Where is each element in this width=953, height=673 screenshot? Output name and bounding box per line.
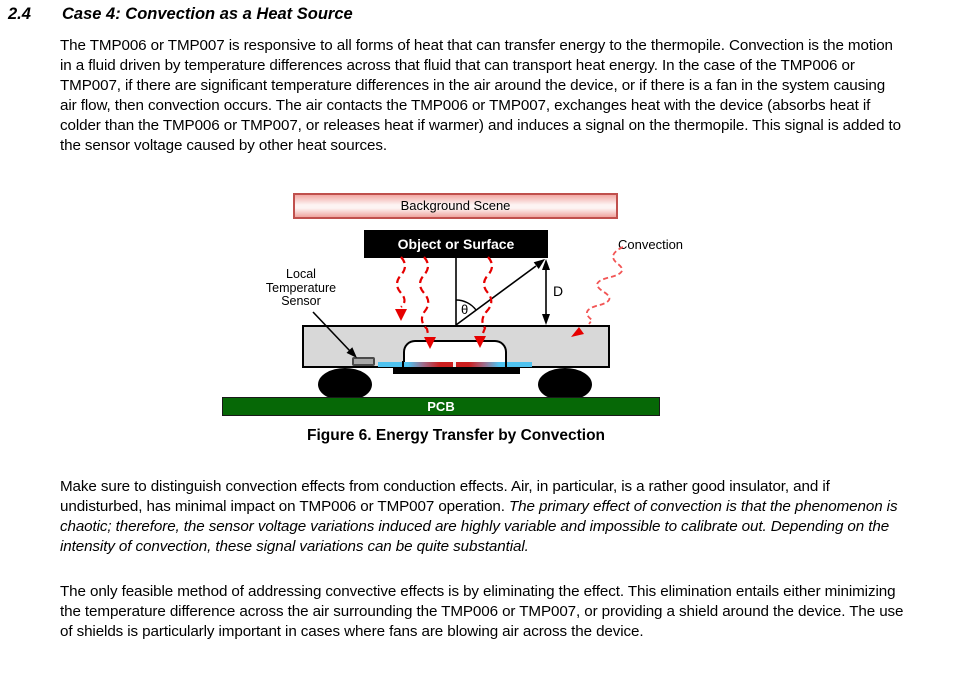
local-label-line1: Local	[286, 267, 316, 281]
theta-label: θ	[461, 302, 468, 317]
line-of-sight-arrow	[455, 265, 537, 326]
distance-arrowhead-top-icon	[542, 259, 550, 270]
local-temperature-sensor-label: Local Temperature Sensor	[254, 267, 348, 309]
membrane-cold-right	[499, 362, 532, 367]
paragraph-mitigation: The only feasible method of addressing c…	[60, 583, 904, 640]
paragraph-intro: The TMP006 or TMP007 is responsive to al…	[60, 37, 902, 154]
section-heading: 2.4 Case 4: Convection as a Heat Source	[8, 5, 353, 23]
theta-arc	[455, 299, 477, 311]
object-or-surface-label: Object or Surface	[397, 236, 515, 252]
section-number: 2.4	[8, 5, 31, 23]
radiation-wave-3	[481, 256, 494, 334]
membrane-center-gap	[453, 362, 456, 367]
membrane-cold-left	[378, 362, 408, 367]
convection-label: Convection	[618, 237, 684, 252]
pcb-bar: PCB	[222, 397, 660, 416]
paragraph-convection-vs-conduction: Make sure to distinguish convection effe…	[60, 477, 905, 557]
distance-arrowhead-bottom-icon	[542, 314, 550, 325]
pcb-label: PCB	[427, 399, 455, 414]
object-or-surface-box: Object or Surface	[364, 230, 548, 258]
radiation-wave-2	[418, 256, 430, 335]
figure-caption: Figure 6. Energy Transfer by Convection	[306, 427, 606, 444]
solder-bump-left	[318, 368, 372, 401]
thermopile-membrane	[378, 362, 532, 367]
local-temperature-sensor-chip	[352, 357, 375, 366]
distance-label: D	[553, 283, 563, 299]
dome-wall-right	[505, 361, 507, 368]
line-of-sight-arrowhead-icon	[533, 259, 545, 269]
background-scene-box: Background Scene	[293, 193, 618, 219]
paragraph-2-normal-text: Make sure to distinguish convection effe…	[60, 478, 830, 515]
local-label-line3: Sensor	[281, 294, 321, 308]
background-scene-label: Background Scene	[400, 198, 511, 213]
solder-bump-right	[538, 368, 592, 401]
membrane-hot-right	[456, 362, 499, 367]
section-title: Case 4: Convection as a Heat Source	[62, 5, 353, 23]
local-label-line2: Temperature	[265, 280, 337, 295]
figure-energy-transfer: Background Scene Object or Surface Conve…	[0, 190, 953, 422]
radiation-wave-1-arrowhead-icon	[395, 309, 407, 321]
radiation-wave-1	[395, 256, 407, 308]
figure-annotation-layer: θ D	[312, 246, 624, 358]
membrane-hot-left	[408, 362, 453, 367]
dome-wall-left	[402, 361, 404, 368]
paragraph-2-italic-text: The primary effect of convection is that…	[60, 498, 898, 555]
die-attach-bar	[393, 367, 520, 374]
convection-wave	[586, 246, 624, 325]
